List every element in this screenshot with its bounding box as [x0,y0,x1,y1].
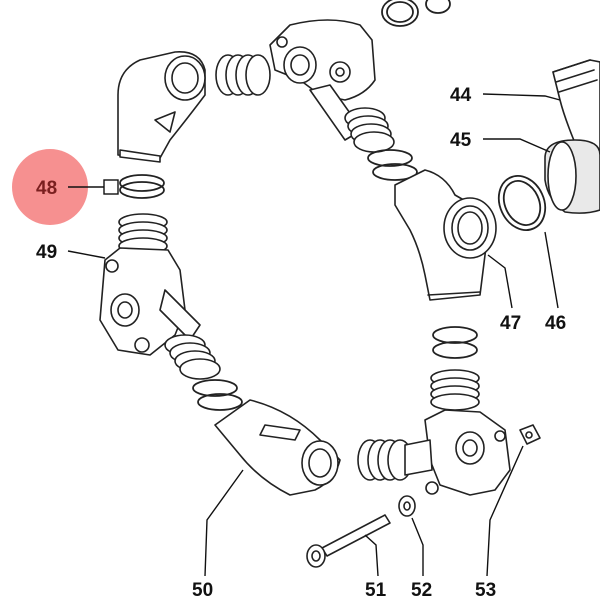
callout-labels: 44 45 46 47 48 49 50 51 52 53 [36,85,566,600]
callout-51[interactable]: 51 [365,580,387,600]
upper-thread-down [344,107,395,153]
callout-50[interactable]: 50 [192,580,213,600]
callout-46[interactable]: 46 [545,313,566,334]
part-52-washer [398,495,416,517]
lower-o-rings [432,326,478,359]
part-45-nut [544,139,600,214]
callout-44[interactable]: 44 [450,85,472,106]
part-48-o-ring [119,174,165,199]
callout-53[interactable]: 53 [475,580,496,600]
callout-48-highlight[interactable] [12,149,88,225]
callout-48[interactable]: 48 [36,178,57,199]
upper-thread-left [215,54,271,96]
upper-pump-head [215,19,395,153]
leader-lines [67,93,561,577]
callout-47[interactable]: 47 [500,313,521,334]
part-53-gasket [519,424,541,445]
callout-52[interactable]: 52 [411,580,432,600]
part-46-o-ring [497,175,547,231]
part-44-spout [552,59,600,156]
upper-elbow-part [117,51,206,163]
part-49-pump-head [99,213,221,380]
callout-49[interactable]: 49 [36,242,57,263]
top-o-rings [381,0,451,27]
upper-o-rings [367,149,418,181]
lower-pump-head [357,369,511,496]
part-51-bolt [306,514,391,568]
left-o-rings [192,379,243,411]
part-47-elbow [394,169,497,301]
part-50-elbow [214,399,341,496]
callout-45[interactable]: 45 [450,130,472,151]
